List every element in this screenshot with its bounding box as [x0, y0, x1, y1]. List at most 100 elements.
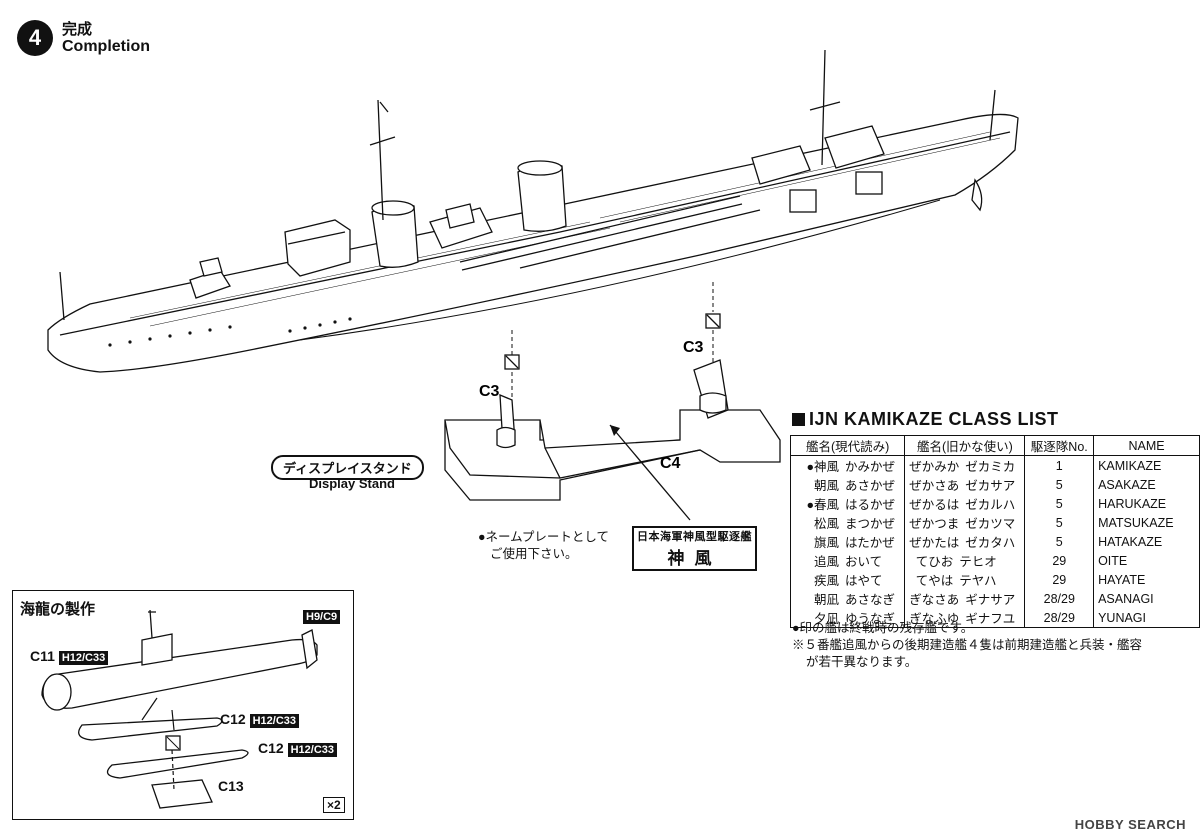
part-label-c3-left: C3 — [479, 383, 500, 400]
nameplate-line1: 日本海軍神風型駆逐艦 — [637, 531, 752, 543]
cell-ship-old-b: ゼカタハ — [965, 536, 1016, 550]
cell-ship-old: ぜかるはゼカルハ — [904, 494, 1026, 513]
cell-ship-modern: ●春風はるかぜ — [789, 494, 906, 513]
display-stand-label-jp: ディスプレイスタンド — [271, 455, 424, 480]
note-line2: ※５番艦追風からの後期建造艦４隻は前期建造艦と兵装・艦容 — [792, 638, 1143, 652]
kairyu-drawing — [41, 609, 318, 809]
h9-tag: H9/C9 — [303, 610, 341, 624]
nameplate-sample: 日本海軍神風型駆逐艦 神風 — [632, 526, 757, 571]
class-list-title-text: IJN KAMIKAZE CLASS LIST — [809, 409, 1059, 429]
nameplate-note-line2: ご使用下さい。 — [490, 547, 578, 561]
nameplate-note-line1: ●ネームプレートとして — [478, 530, 610, 544]
cell-ship-modern-b: かみかぜ — [845, 460, 896, 474]
nameplate-note: ●ネームプレートとして ご使用下さい。 — [478, 529, 609, 563]
cell-ship-modern: 旗風はたかぜ — [789, 532, 906, 551]
table-header-row: 艦名(現代読み) 艦名(旧かな使い) 駆逐隊No. NAME — [789, 435, 1200, 456]
col-header-modern: 艦名(現代読み) — [789, 435, 906, 456]
cell-ship-old-b: テヤハ — [959, 574, 997, 588]
foremast — [369, 99, 396, 221]
cell-name: HATAKAZE — [1093, 532, 1200, 551]
class-list-table: 艦名(現代読み) 艦名(旧かな使い) 駆逐隊No. NAME ●神風かみかぜぜか… — [789, 435, 1200, 628]
kairyu-c13-label: C13 — [218, 778, 244, 794]
cell-ship-old-b: ギナフユ — [965, 612, 1016, 626]
cell-ship-modern-a: 松風 — [813, 517, 839, 531]
mainmast — [809, 49, 841, 166]
cell-division: 5 — [1024, 532, 1095, 551]
c12b-text: C12 — [258, 740, 284, 756]
cell-name: OITE — [1093, 551, 1200, 570]
class-list-notes: ●印の艦は終戦時の残存艦です。 ※５番艦追風からの後期建造艦４隻は前期建造艦と兵… — [792, 620, 1142, 671]
cell-ship-modern-b: ゆうなぎ — [845, 612, 896, 626]
cell-ship-modern-b: おいて — [845, 555, 883, 569]
cell-division: 29 — [1024, 551, 1095, 570]
display-stand-label-en: Display Stand — [309, 476, 395, 491]
kairyu-quantity: ×2 — [323, 797, 345, 813]
cell-ship-modern-a: 疾風 — [813, 574, 839, 588]
cell-ship-old: てやはテヤハ — [904, 570, 1026, 589]
cell-name: MATSUKAZE — [1093, 513, 1200, 532]
cell-ship-old-b: テヒオ — [959, 555, 997, 569]
cell-ship-old-a: ぜかさあ — [909, 479, 960, 493]
cell-ship-old: てひおテヒオ — [904, 551, 1026, 570]
kairyu-c12b-label: C12 H12/C33 — [258, 740, 337, 757]
display-stand-drawing — [444, 359, 781, 501]
nameplate-line2: 神風 — [667, 549, 722, 569]
watermark-logo: HOBBY SEARCH — [1074, 817, 1186, 832]
cell-ship-old: ぎなさあギナサア — [904, 589, 1026, 608]
cell-ship-old: ぎなふゆギナフユ — [904, 608, 1026, 628]
col-header-division: 駆逐隊No. — [1024, 435, 1095, 456]
cell-ship-old-a: てひお — [915, 555, 954, 569]
kairyu-c11-label: C11 H12/C33 — [30, 648, 109, 665]
c11-text: C11 — [30, 648, 55, 664]
note-line3: が若干異なります。 — [806, 655, 918, 669]
cell-ship-old-b: ギナサア — [965, 593, 1016, 607]
cell-ship-modern: 朝風あさかぜ — [789, 475, 906, 494]
cell-ship-modern-a: ●春風 — [806, 498, 839, 512]
note-line1: ●印の艦は終戦時の残存艦です。 — [792, 621, 974, 635]
cell-ship-old-b: ゼカサア — [965, 479, 1016, 493]
cell-ship-modern-a: ●神風 — [806, 460, 839, 474]
kairyu-c12a-label: C12 H12/C33 — [220, 711, 299, 728]
cell-ship-old: ぜかみかゼカミカ — [904, 455, 1026, 475]
cell-ship-modern-a: 朝凪 — [813, 593, 839, 607]
class-list-title: IJN KAMIKAZE CLASS LIST — [792, 409, 1059, 430]
c11-tag: H12/C33 — [58, 651, 109, 665]
cell-ship-modern-b: はるかぜ — [845, 498, 896, 512]
cell-ship-modern-a: 追風 — [813, 555, 839, 569]
cell-ship-modern-b: あさかぜ — [845, 479, 896, 493]
cell-name: KAMIKAZE — [1093, 455, 1200, 475]
cell-ship-modern-a: 朝風 — [813, 479, 839, 493]
cell-ship-old-a: ぎなふゆ — [909, 612, 960, 626]
kairyu-h9-label: H9/C9 — [303, 607, 341, 625]
cell-ship-modern: 疾風はやて — [789, 570, 906, 589]
part-label-c4: C4 — [660, 455, 681, 472]
cell-ship-modern: 追風おいて — [789, 551, 906, 570]
class-list-table-wrap: 艦名(現代読み) 艦名(旧かな使い) 駆逐隊No. NAME ●神風かみかぜぜか… — [789, 435, 1200, 628]
cell-ship-modern-a: 夕凪 — [813, 612, 839, 626]
cell-ship-modern: 朝凪あさなぎ — [789, 589, 906, 608]
square-bullet-icon — [792, 413, 805, 426]
cell-ship-old: ぜかさあゼカサア — [904, 475, 1026, 494]
cell-ship-old-b: ゼカルハ — [965, 498, 1016, 512]
cell-ship-old-a: ぜかつま — [909, 517, 960, 531]
part-label-c3-right: C3 — [683, 339, 704, 356]
cell-division: 28/29 — [1024, 589, 1095, 608]
cell-division: 5 — [1024, 513, 1095, 532]
step-title-en: Completion — [62, 38, 150, 55]
kairyu-inset-box — [12, 590, 354, 820]
cell-ship-modern-b: まつかぜ — [845, 517, 896, 531]
step-number-badge: 4 — [17, 20, 53, 56]
cell-ship-modern-b: あさなぎ — [845, 593, 896, 607]
cell-name: HAYATE — [1093, 570, 1200, 589]
cell-division: 1 — [1024, 455, 1095, 475]
cell-ship-old: ぜかつまゼカツマ — [904, 513, 1026, 532]
cell-ship-modern: ●神風かみかぜ — [789, 455, 906, 475]
cell-division: 5 — [1024, 475, 1095, 494]
cell-ship-old-a: ぎなさあ — [909, 593, 960, 607]
kairyu-title: 海龍の製作 — [20, 601, 96, 618]
